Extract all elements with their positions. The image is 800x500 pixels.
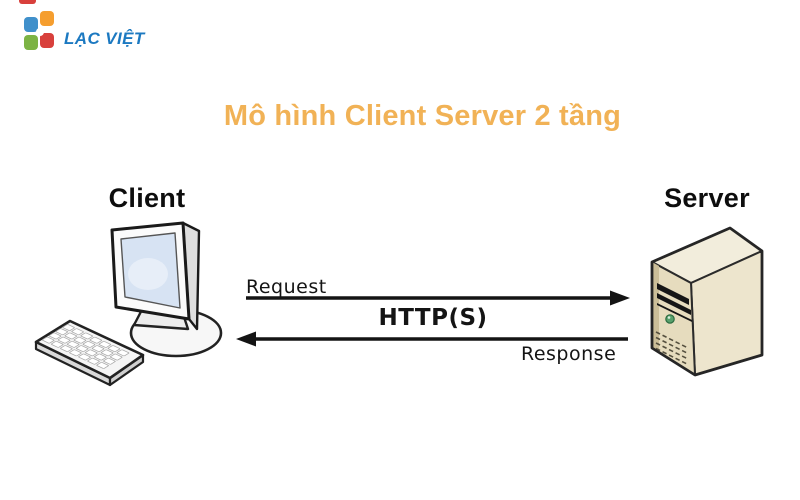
protocol-label: HTTP(S) xyxy=(378,305,488,331)
logo-top-sliver xyxy=(19,0,36,4)
request-arrow xyxy=(246,290,630,306)
client-computer-icon xyxy=(34,221,223,387)
request-label: Request xyxy=(246,276,327,298)
response-arrow xyxy=(236,331,628,347)
server-tower-icon xyxy=(650,226,764,377)
logo-square-blue xyxy=(24,17,38,32)
lacviet-logo-icon xyxy=(24,11,56,51)
logo-brand-text: LẠC VIỆT xyxy=(64,29,145,48)
client-label: Client xyxy=(108,183,186,213)
logo-square-red xyxy=(40,33,54,48)
server-power-led xyxy=(665,314,675,324)
logo-square-green xyxy=(24,35,38,50)
http-arrows xyxy=(236,290,630,347)
logo-center-dot xyxy=(36,28,44,36)
keyboard-keys xyxy=(41,324,130,369)
page-title: Mô hình Client Server 2 tầng xyxy=(223,100,622,132)
response-label: Response xyxy=(521,343,617,365)
logo-square-orange xyxy=(40,11,54,26)
server-label: Server xyxy=(664,183,750,213)
